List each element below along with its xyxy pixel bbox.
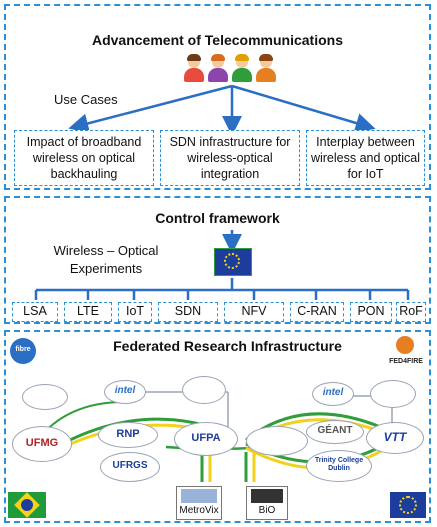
use-cases-panel: Advancement of Telecommunications Use Ca… xyxy=(4,4,431,190)
trinity-logo: Trinity College Dublin xyxy=(314,457,364,472)
user-icon xyxy=(232,54,252,84)
network-cloud: RNP xyxy=(98,422,158,448)
network-cloud: UFMG xyxy=(12,426,72,462)
network-cloud xyxy=(22,384,68,410)
eu-flag-icon xyxy=(390,492,426,518)
metrovix-label: MetroVix xyxy=(179,505,219,516)
experiments-label: Wireless – Optical Experiments xyxy=(53,243,159,276)
network-cloud: UFPA xyxy=(174,422,238,456)
fibre-logo-text: fibre xyxy=(15,346,31,353)
tech-box-lsa: LSA xyxy=(12,302,58,322)
user-icon xyxy=(256,54,276,84)
use-case-box: SDN infrastructure for wireless-optical … xyxy=(160,130,300,186)
user-icon xyxy=(184,54,204,84)
panel-title-telecom: Advancement of Telecommunications xyxy=(91,32,343,48)
tech-arrows xyxy=(34,230,410,300)
network-cloud xyxy=(246,426,308,456)
fed4fire-logo: FED4FIRE xyxy=(388,336,424,368)
use-case-box: Interplay between wireless and optical f… xyxy=(306,130,425,186)
network-cloud: intel xyxy=(312,382,354,406)
use-cases-label: Use Cases xyxy=(54,92,118,107)
geant-logo: GÉANT xyxy=(317,425,353,436)
tech-box-rof: RoF xyxy=(396,302,426,322)
tech-box-sdn: SDN xyxy=(158,302,218,322)
panel-title-control: Control framework xyxy=(155,210,280,226)
use-case-arrows xyxy=(68,84,376,136)
brazil-flag-icon xyxy=(8,492,46,518)
ufrgs-logo: UFRGS xyxy=(112,460,148,471)
tech-box-cran: C-RAN xyxy=(290,302,344,322)
network-cloud: Trinity College Dublin xyxy=(306,450,372,482)
ufpa-logo: UFPA xyxy=(191,432,221,444)
tech-box-lte: LTE xyxy=(64,302,112,322)
user-icon xyxy=(208,54,228,84)
ufmg-logo: UFMG xyxy=(25,437,59,449)
intel-logo: intel xyxy=(114,385,136,396)
network-cloud: VTT xyxy=(366,422,424,454)
tech-box-pon: PON xyxy=(350,302,392,322)
intel-logo: intel xyxy=(322,387,344,398)
rnp-logo: RNP xyxy=(116,428,140,440)
control-framework-panel: Control framework Wireless – Optical Exp… xyxy=(4,196,431,324)
metrovix-node: MetroVix xyxy=(176,486,222,520)
network-cloud: intel xyxy=(104,380,146,404)
fibre-logo: fibre xyxy=(10,338,36,364)
network-cloud: UFRGS xyxy=(100,452,160,482)
network-cloud xyxy=(370,380,416,408)
network-cloud xyxy=(182,376,226,404)
panel-title-infra: Federated Research Infrastructure xyxy=(113,338,342,354)
research-infrastructure-panel: Federated Research Infrastructure fibre … xyxy=(4,330,431,523)
tech-box-iot: IoT xyxy=(118,302,152,322)
bio-label: BiO xyxy=(258,505,276,516)
eu-flag-icon xyxy=(214,248,252,276)
network-cloud: GÉANT xyxy=(306,420,364,444)
use-case-box: Impact of broadband wireless on optical … xyxy=(14,130,154,186)
vtt-logo: VTT xyxy=(383,430,407,444)
bio-node: BiO xyxy=(246,486,288,520)
tech-box-nfv: NFV xyxy=(224,302,284,322)
